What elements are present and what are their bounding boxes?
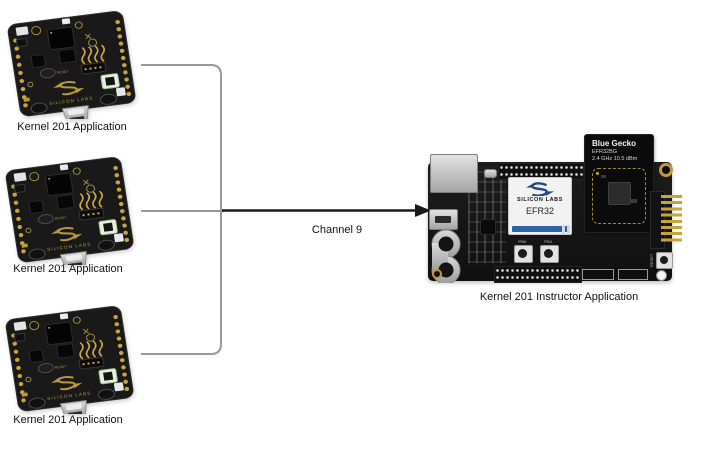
efr32-chip-text: EFR32 bbox=[525, 206, 554, 216]
gold-pad bbox=[432, 269, 442, 279]
receiver-label: Kernel 201 Instructor Application bbox=[479, 291, 639, 303]
instructor-board: SILICON LABS EFR32 PB0 PB1 Blue Gecko EF… bbox=[428, 133, 694, 293]
silicon-labs-logo-icon bbox=[525, 182, 555, 196]
mounting-hole-top bbox=[659, 163, 673, 177]
pb1-label: PB1 bbox=[544, 239, 553, 244]
sender-board-1-label: Kernel 201 Application bbox=[17, 121, 127, 133]
mounting-hole-bottom bbox=[656, 270, 667, 281]
reset-label: RESET bbox=[649, 253, 654, 267]
silabs-url-bar bbox=[512, 226, 568, 232]
sender-board-1 bbox=[6, 1, 156, 124]
pin-header-bottom bbox=[494, 266, 582, 283]
expansion-header-pins bbox=[661, 195, 682, 244]
pb1-button[interactable] bbox=[540, 245, 559, 263]
radio-chip bbox=[608, 182, 631, 205]
module-title: Blue Gecko bbox=[592, 139, 637, 148]
channel-arrow bbox=[222, 204, 431, 217]
bottom-connector-a bbox=[582, 269, 614, 280]
pb0-button[interactable] bbox=[514, 245, 533, 263]
sender-board-3 bbox=[4, 296, 154, 419]
silabs-brand-text: SILICON LABS bbox=[516, 197, 563, 203]
ethernet-usb-connector bbox=[430, 154, 478, 193]
sender-board-3-label: Kernel 201 Application bbox=[13, 414, 123, 426]
sender-board-2 bbox=[4, 147, 154, 270]
coin-cell-holder bbox=[431, 229, 461, 283]
crystal-component bbox=[484, 169, 497, 178]
antenna-outline bbox=[592, 168, 646, 224]
module-spec: 2.4 GHz 10.5 dBm bbox=[592, 156, 638, 162]
silabs-label-square: SILICON LABS EFR32 bbox=[508, 177, 572, 235]
sender-board-2-label: Kernel 201 Application bbox=[13, 263, 123, 275]
module-part: EFR32BG bbox=[592, 149, 618, 155]
pb0-label: PB0 bbox=[518, 239, 527, 244]
blue-gecko-module: Blue Gecko EFR32BG 2.4 GHz 10.5 dBm bbox=[584, 134, 654, 233]
channel-label: Channel 9 bbox=[311, 224, 363, 236]
mcu-chip bbox=[480, 219, 496, 235]
mini-usb-connector bbox=[429, 209, 458, 230]
reset-button[interactable] bbox=[656, 252, 673, 269]
pin-header-top bbox=[498, 163, 584, 180]
bottom-connector-b bbox=[618, 269, 648, 280]
